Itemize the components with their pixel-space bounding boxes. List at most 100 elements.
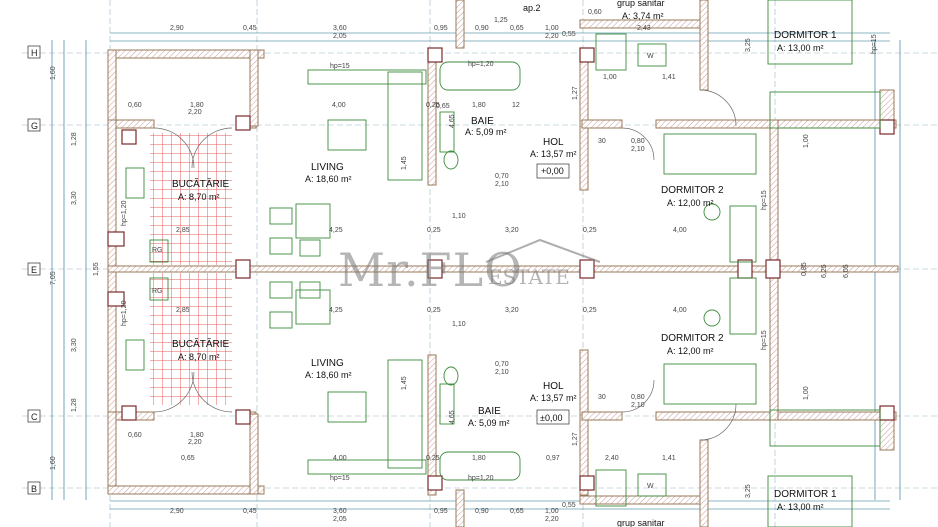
svg-text:3,20: 3,20	[505, 227, 519, 234]
svg-text:4,25: 4,25	[329, 227, 343, 234]
svg-text:0,25: 0,25	[583, 227, 597, 234]
svg-text:4,00: 4,00	[333, 455, 347, 462]
svg-text:3,30: 3,30	[71, 191, 78, 205]
room-bath-top: BAIE	[471, 116, 494, 127]
svg-text:1,45: 1,45	[401, 376, 408, 390]
w-label-top: W	[647, 53, 654, 60]
svg-text:1,28: 1,28	[71, 398, 78, 412]
svg-text:0,25: 0,25	[426, 455, 440, 462]
room-wc-top: grup sanitar	[617, 0, 665, 8]
room-wc-bottom: grup sanitar	[617, 518, 665, 527]
svg-text:0,95: 0,95	[434, 508, 448, 515]
svg-text:0,80: 0,80	[631, 394, 645, 401]
svg-text:1,10: 1,10	[452, 321, 466, 328]
svg-text:2,20: 2,20	[545, 516, 559, 523]
svg-text:2,05: 2,05	[333, 516, 347, 523]
svg-text:4,65: 4,65	[449, 114, 456, 128]
svg-text:3,25: 3,25	[745, 484, 752, 498]
svg-text:3,60: 3,60	[333, 508, 347, 515]
room-hall-top: HOL	[543, 137, 564, 148]
svg-text:1,80: 1,80	[190, 102, 204, 109]
svg-text:1,60: 1,60	[50, 456, 57, 470]
hp-label-2: hp=1,20	[468, 61, 494, 68]
svg-text:0,65: 0,65	[181, 455, 195, 462]
svg-text:1,80: 1,80	[472, 455, 486, 462]
room-living-bottom: LIVING	[311, 358, 344, 369]
svg-text:1,00: 1,00	[545, 25, 559, 32]
room-living-bottom-area: A: 18,60 m²	[305, 370, 352, 380]
axis-c: C	[31, 412, 38, 422]
columns	[107, 47, 895, 491]
svg-text:3,20: 3,20	[505, 307, 519, 314]
svg-text:2,10: 2,10	[495, 181, 509, 188]
svg-text:0,55: 0,55	[562, 502, 576, 509]
dims-bottom-row: 2,90 0,45 3,60 0,95 0,90 0,65 1,00 0,55 …	[170, 502, 576, 523]
svg-text:0,25: 0,25	[583, 307, 597, 314]
dims-left: 1,60 3,30 7,05 3,30 1,60 1,28 1,28 1,55	[50, 66, 100, 470]
svg-text:1,00: 1,00	[545, 508, 559, 515]
svg-text:0,45: 0,45	[243, 25, 257, 32]
svg-text:2,90: 2,90	[170, 25, 184, 32]
svg-text:1,55: 1,55	[93, 262, 100, 276]
svg-text:4,25: 4,25	[329, 307, 343, 314]
svg-text:2,20: 2,20	[188, 439, 202, 446]
watermark-roof-icon	[485, 238, 601, 263]
room-bath-top-area: A: 5,09 m²	[465, 127, 507, 137]
dims-mid-top: 0,60 1,80 2,20 4,00 0,25 1,80 12 0,70 2,…	[128, 74, 676, 220]
svg-text:1,45: 1,45	[401, 156, 408, 170]
hp-label-3: hp=15	[330, 475, 350, 482]
room-hall-bottom-area: A: 13,57 m²	[530, 393, 577, 403]
svg-text:4,00: 4,00	[673, 227, 687, 234]
room-bed2-bottom: DORMITOR 2	[661, 333, 724, 344]
svg-text:2,05: 2,05	[333, 33, 347, 40]
svg-text:2,20: 2,20	[188, 109, 202, 116]
room-bed1-top-area: A: 13,00 m²	[777, 43, 824, 53]
walls	[107, 0, 899, 527]
svg-text:30: 30	[598, 394, 606, 401]
hp-label-1: hp=15	[330, 63, 350, 70]
svg-text:1,60: 1,60	[50, 66, 57, 80]
dims-top-row: 2,90 0,45 3,60 0,95 0,90 0,65 1,00 0,55 …	[170, 9, 651, 110]
svg-text:0,60: 0,60	[128, 432, 142, 439]
svg-text:1,25: 1,25	[494, 17, 508, 24]
svg-text:6,05: 6,05	[843, 264, 850, 278]
dimension-lines	[51, 32, 901, 510]
svg-text:1,27: 1,27	[572, 432, 579, 446]
svg-text:0,95: 0,95	[434, 25, 448, 32]
svg-text:3,30: 3,30	[71, 338, 78, 352]
svg-text:0,70: 0,70	[495, 173, 509, 180]
svg-text:0,25: 0,25	[427, 307, 441, 314]
svg-text:6,25: 6,25	[821, 264, 828, 278]
hp-label-7: hp=15	[761, 330, 768, 350]
svg-text:0,90: 0,90	[475, 25, 489, 32]
w-label-bottom: W	[647, 483, 654, 490]
level-top: +0,00	[541, 166, 564, 176]
svg-text:30: 30	[598, 138, 606, 145]
svg-text:2,20: 2,20	[545, 33, 559, 40]
room-kitchen-top-area: A: 8,70 m²	[178, 192, 220, 202]
room-bed1-bottom-area: A: 13,00 m²	[777, 502, 824, 512]
room-kitchen-bottom-area: A: 8,70 m²	[178, 352, 220, 362]
svg-text:0,45: 0,45	[243, 508, 257, 515]
rg-label-top: RG	[152, 247, 163, 254]
svg-text:0,65: 0,65	[510, 25, 524, 32]
svg-text:7,05: 7,05	[50, 271, 57, 285]
svg-text:0,70: 0,70	[495, 361, 509, 368]
svg-text:12: 12	[512, 102, 520, 109]
svg-text:0,60: 0,60	[588, 9, 602, 16]
svg-text:0,25: 0,25	[426, 102, 440, 109]
svg-text:3,60: 3,60	[333, 25, 347, 32]
svg-text:0,85: 0,85	[801, 262, 808, 276]
svg-text:2,90: 2,90	[170, 508, 184, 515]
svg-text:1,27: 1,27	[572, 86, 579, 100]
room-hall-top-area: A: 13,57 m²	[530, 149, 577, 159]
svg-text:2,43: 2,43	[637, 25, 651, 32]
svg-text:1,80: 1,80	[190, 432, 204, 439]
door-swings	[153, 89, 737, 441]
svg-text:2,40: 2,40	[605, 455, 619, 462]
dims-row-e: 2,85 4,25 0,25 3,20 0,25 4,00 2,85 4,25 …	[176, 227, 687, 314]
apartment-label: ap.2	[523, 3, 541, 13]
room-bath-bottom: BAIE	[478, 406, 501, 417]
